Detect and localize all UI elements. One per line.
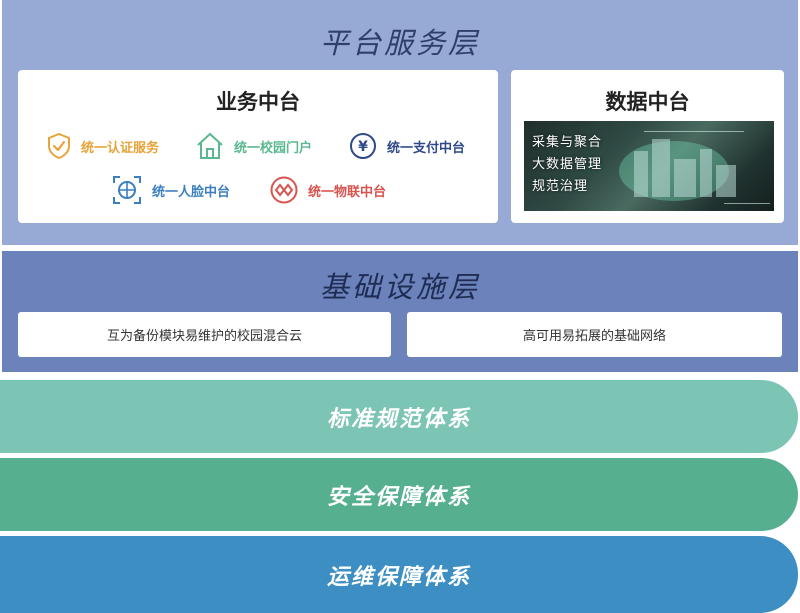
data-item: 采集与聚合 [532, 135, 603, 150]
infra-hybrid-cloud[interactable]: 互为备份模块易维护的校园混合云 [18, 312, 391, 357]
service-label: 统一认证服务 [81, 140, 160, 156]
data-center-items: 采集与聚合 大数据管理 规范治理 [532, 132, 602, 198]
service-label: 统一支付中台 [387, 140, 466, 156]
service-unified-auth[interactable]: 统一认证服务 [46, 132, 159, 160]
service-unified-face[interactable]: 统一人脸中台 [111, 174, 230, 206]
infra-base-network[interactable]: 高可用易拓展的基础网络 [407, 312, 782, 357]
data-item: 大数据管理 [532, 157, 603, 172]
yen-icon: ¥ [348, 131, 378, 161]
service-label: 统一人脸中台 [152, 184, 231, 200]
service-unified-iot[interactable]: 统一物联中台 [269, 175, 386, 205]
data-center-title: 数据中台 [605, 90, 690, 114]
iot-link-icon [269, 175, 299, 205]
business-center-title: 业务中台 [216, 90, 300, 114]
infrastructure-layer-title: 基础设施层 [319, 270, 480, 304]
service-unified-portal[interactable]: 统一校园门户 [195, 131, 312, 161]
standards-system-band[interactable]: 标准规范体系 [0, 380, 798, 453]
data-dashboard-image: 采集与聚合 大数据管理 规范治理 [524, 121, 774, 211]
face-scan-icon [111, 174, 143, 206]
operations-system-band[interactable]: 运维保障体系 [0, 536, 798, 613]
platform-layer-title: 平台服务层 [319, 26, 480, 60]
service-label: 统一物联中台 [308, 184, 387, 200]
home-icon [195, 131, 225, 161]
data-center-card: 数据中台 采集与聚合 大数据管理 规范治理 [511, 70, 784, 223]
service-unified-payment[interactable]: ¥ 统一支付中台 [348, 131, 465, 161]
service-label: 统一校园门户 [234, 140, 313, 156]
data-item: 规范治理 [532, 179, 589, 194]
security-system-band[interactable]: 安全保障体系 [0, 458, 798, 531]
infrastructure-layer: 基础设施层 互为备份模块易维护的校园混合云 高可用易拓展的基础网络 [2, 251, 798, 372]
business-center-card: 业务中台 统一认证服务 统一校园门户 [18, 70, 498, 223]
svg-text:¥: ¥ [358, 139, 368, 155]
platform-service-layer: 平台服务层 业务中台 统一认证服务 统一校园门户 [2, 0, 798, 245]
shield-check-icon [46, 132, 72, 160]
